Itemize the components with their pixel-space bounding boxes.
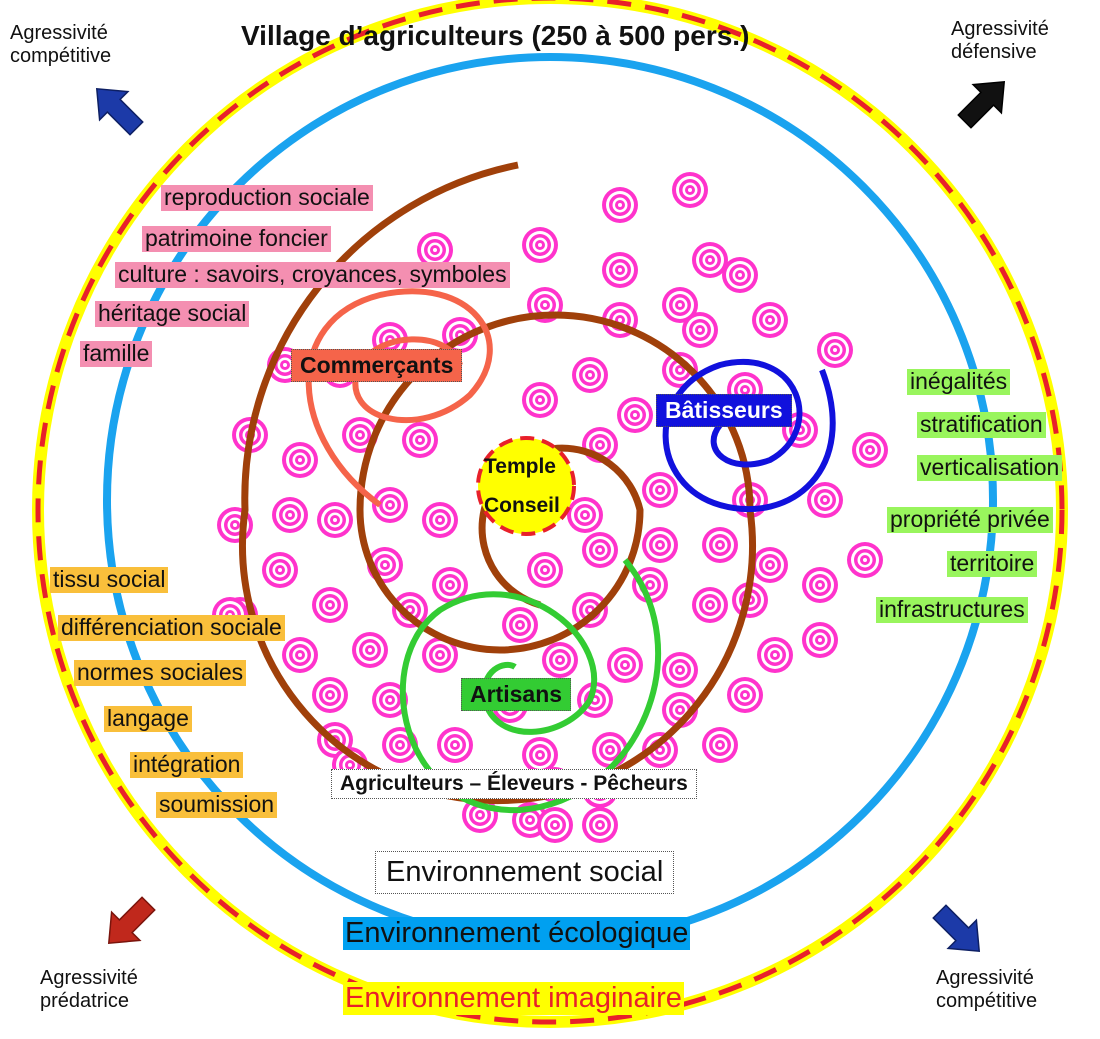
group-commercants: Commerçants [291, 349, 463, 382]
pink-swirl-icon [502, 607, 538, 643]
corner-top-right-line1: Agressivité [951, 18, 1049, 40]
pink-swirl-icon [752, 547, 788, 583]
pink-swirl-icon [802, 567, 838, 603]
artisans-curve [399, 558, 662, 814]
pink-swirl-icon [262, 552, 298, 588]
label-integration: intégration [130, 751, 244, 778]
environment-imaginary: Environnement imaginaire [343, 982, 684, 1015]
corner-bottom-left-line1: Agressivité [40, 967, 138, 989]
imaginary-ring-dash [35, 0, 1065, 1025]
corner-top-right-line2: défensive [951, 41, 1037, 63]
label-heritage-social: héritage social [95, 300, 250, 327]
pink-swirl-icon [692, 587, 728, 623]
environment-ecological: Environnement écologique [343, 917, 691, 950]
arrow-up-right-icon [957, 80, 1006, 129]
pink-swirl-icon [422, 502, 458, 538]
pink-swirl-icon [672, 172, 708, 208]
label-normes-sociales: normes sociales [74, 659, 247, 686]
label-famille: famille [80, 340, 153, 367]
label-tissu-social: tissu social [50, 566, 169, 593]
pink-swirl-icon [642, 527, 678, 563]
pink-swirl-icon [282, 442, 318, 478]
page-title: Village d’agriculteurs (250 à 500 pers.) [241, 20, 750, 51]
pink-swirl-icon [312, 677, 348, 713]
environment-social: Environnement social [375, 851, 675, 894]
center-temple: Temple [484, 455, 556, 478]
label-differenciation-sociale: différenciation sociale [58, 614, 285, 641]
label-stratification: stratification [917, 411, 1046, 438]
pink-swirl-icon [602, 187, 638, 223]
pink-swirl-icon [542, 642, 578, 678]
pink-swirl-icon [607, 647, 643, 683]
social-spiral [239, 161, 756, 805]
corner-bottom-right: Agressivité compétitive [936, 967, 1037, 1013]
pink-swirl-icon [852, 432, 888, 468]
pink-swirl-icon [617, 397, 653, 433]
arrow-down-left-icon [107, 896, 156, 945]
pink-swirl-icon [582, 532, 618, 568]
label-propriete-privee: propriété privée [887, 506, 1053, 533]
pink-swirl-icon [312, 587, 348, 623]
corner-bottom-left-line2: prédatrice [40, 990, 129, 1012]
arrow-down-right-icon [932, 904, 981, 953]
corner-top-left-line1: Agressivité [10, 22, 108, 44]
arrow-up-left-icon [95, 87, 144, 136]
pink-swirl-icon [802, 622, 838, 658]
pink-swirl-icon [682, 312, 718, 348]
pink-swirl-icon [522, 382, 558, 418]
pink-swirl-icon [537, 807, 573, 843]
pink-swirl-icon [567, 497, 603, 533]
pink-swirl-icon [282, 637, 318, 673]
batisseurs-curve [662, 359, 836, 512]
pink-swirl-icon [437, 727, 473, 763]
center-conseil: Conseil [484, 494, 560, 517]
corner-top-right: Agressivité défensive [951, 18, 1049, 64]
pink-swirl-icon [757, 637, 793, 673]
pink-swirl-icon [527, 552, 563, 588]
pink-swirl-icon [662, 652, 698, 688]
pink-swirl-icon [702, 527, 738, 563]
corner-bottom-left: Agressivité prédatrice [40, 967, 138, 1013]
label-territoire: territoire [947, 550, 1038, 577]
pink-swirl-icon [402, 422, 438, 458]
pink-swirl-icon [572, 357, 608, 393]
temple-circle [476, 436, 576, 536]
label-langage: langage [104, 705, 192, 732]
pink-swirl-icon [702, 727, 738, 763]
pink-swirl-icon [807, 482, 843, 518]
pink-swirl-icon [352, 632, 388, 668]
pink-swirl-icon [847, 542, 883, 578]
pink-swirl-icon [642, 472, 678, 508]
group-agriculteurs: Agriculteurs – Éleveurs - Pêcheurs [331, 769, 697, 799]
label-reproduction-sociale: reproduction sociale [161, 184, 373, 211]
group-artisans: Artisans [461, 678, 572, 711]
group-batisseurs: Bâtisseurs [656, 394, 792, 427]
pink-swirl-icon [602, 252, 638, 288]
pink-swirl-icon [727, 677, 763, 713]
label-inegalites: inégalités [907, 368, 1011, 395]
label-patrimoine-foncier: patrimoine foncier [142, 225, 331, 252]
label-soumission: soumission [156, 791, 278, 818]
pink-swirl-icon [272, 497, 308, 533]
pink-swirl-icon [317, 502, 353, 538]
pink-swirl-icon [582, 807, 618, 843]
pink-swirl-icon [817, 332, 853, 368]
label-infrastructures: infrastructures [876, 596, 1028, 623]
corner-bottom-right-line2: compétitive [936, 990, 1038, 1012]
pink-swirl-icon [752, 302, 788, 338]
pink-swirl-icon [722, 257, 758, 293]
label-verticalisation: verticalisation [917, 454, 1063, 481]
corner-bottom-right-line1: Agressivité [936, 967, 1034, 989]
corner-top-left: Agressivité compétitive [10, 22, 111, 68]
label-culture: culture : savoirs, croyances, symboles [115, 261, 510, 288]
pink-swirl-icon [522, 227, 558, 263]
corner-top-left-line2: compétitive [10, 45, 112, 67]
